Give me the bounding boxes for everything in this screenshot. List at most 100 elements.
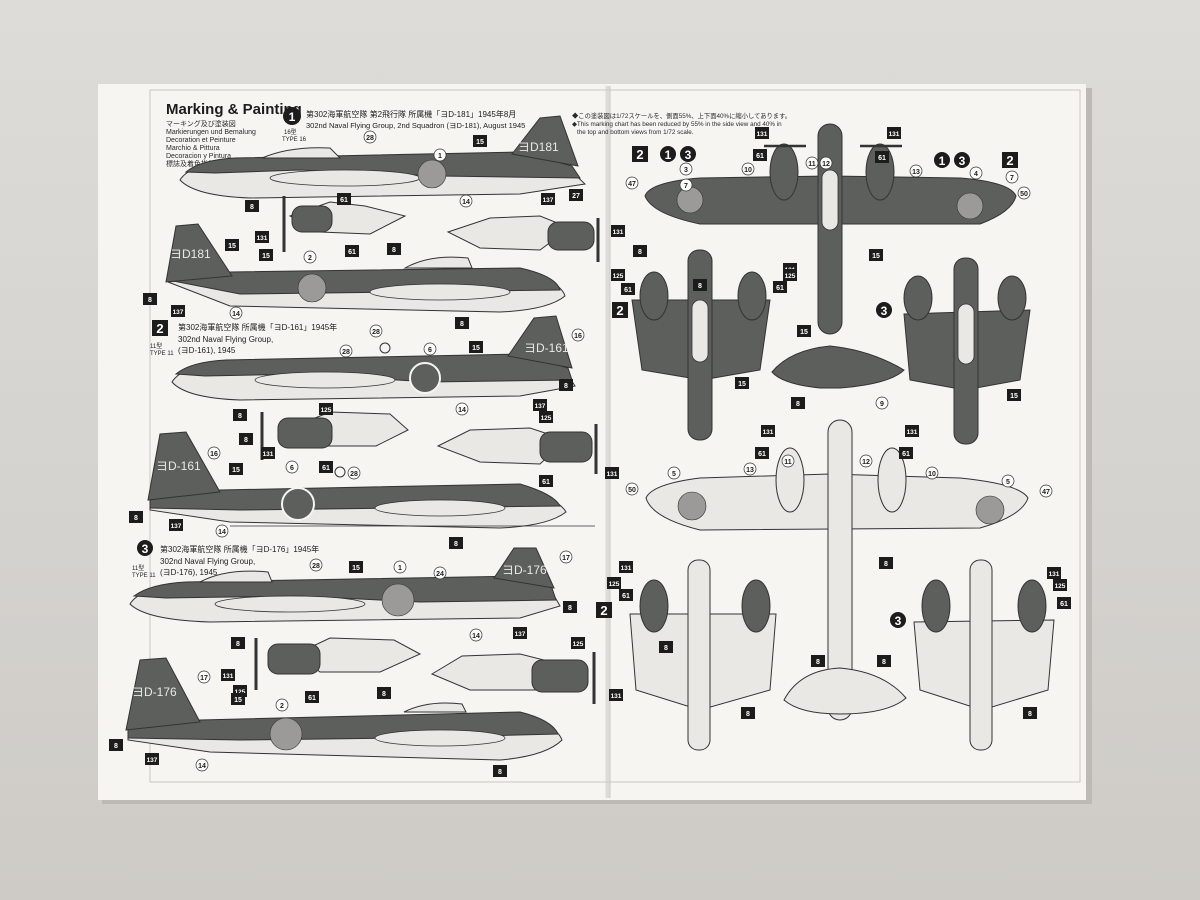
under-dr-fuselage bbox=[969, 559, 993, 751]
callout-side2_top-4: 16 bbox=[571, 328, 585, 342]
top-hinomaru-right bbox=[956, 192, 984, 220]
callout-plan_under_detail-3: 8 bbox=[659, 641, 673, 653]
callout-badge bbox=[473, 135, 487, 147]
callout-badge bbox=[621, 283, 635, 295]
callout-plan_under-12: 8 bbox=[879, 557, 893, 569]
callout-badge bbox=[215, 524, 229, 538]
top-view bbox=[644, 123, 1017, 335]
callout-plan_top-14: 15 bbox=[869, 249, 883, 261]
callout-badge bbox=[741, 162, 755, 176]
callout-plan_top-6: 13 bbox=[909, 164, 923, 178]
callout-badge bbox=[337, 193, 351, 205]
callout-badge bbox=[559, 550, 573, 564]
callout-plan_top-12: 131 bbox=[887, 127, 901, 139]
callout-plan_under-4: 12 bbox=[859, 454, 873, 468]
callout-number: 61 bbox=[348, 249, 356, 256]
callout-number: 1 bbox=[438, 153, 442, 160]
callout-side2b-3: 28 bbox=[347, 466, 361, 480]
callout-side1_top-0: 28 bbox=[363, 130, 377, 144]
callout-plan_top-0: 3 bbox=[679, 162, 693, 176]
callout-plan_top-3: 10 bbox=[741, 162, 755, 176]
callout-side3_top-4: 17 bbox=[559, 550, 573, 564]
callout-number: 2 bbox=[308, 255, 312, 262]
callout-badge bbox=[879, 557, 893, 569]
callout-badge bbox=[625, 482, 639, 496]
callout-badge bbox=[195, 758, 209, 772]
callout-number: 16 bbox=[210, 451, 218, 458]
callout-plan_detail-2: 61 bbox=[621, 283, 635, 295]
callout-side3_bottom-2: 8 bbox=[563, 601, 577, 613]
callout-plan_detail-9: 8 bbox=[791, 397, 805, 409]
callout-eng1-4: 131 bbox=[611, 225, 625, 237]
callout-plan_top-8: 7 bbox=[1005, 170, 1019, 184]
side-window-3a bbox=[214, 595, 366, 613]
callout-number: 6 bbox=[428, 347, 432, 354]
callout-side1b-2: 2 bbox=[303, 250, 317, 264]
callout-number: 8 bbox=[148, 297, 152, 304]
callout-number: 61 bbox=[622, 593, 630, 600]
callout-side2_top-1: 28 bbox=[339, 344, 353, 358]
callout-badge bbox=[1039, 484, 1053, 498]
callout-number: 131 bbox=[223, 673, 234, 680]
callout-number: 8 bbox=[454, 541, 458, 548]
callout-badge bbox=[875, 151, 889, 163]
label-tl-2-box bbox=[632, 146, 648, 162]
label-tl-1: 1 bbox=[665, 148, 672, 162]
callout-badge bbox=[611, 269, 625, 281]
callout-number: 8 bbox=[816, 659, 820, 666]
tail-code-1b: ヨD181 bbox=[170, 247, 211, 261]
subtitle-jp: マーキング及び塗装図 bbox=[166, 119, 236, 128]
callout-badge bbox=[1053, 579, 1067, 591]
callout-side3b-1: 15 bbox=[231, 693, 245, 705]
detail-top-right: 3 bbox=[876, 257, 1031, 445]
callout-number: 15 bbox=[800, 329, 808, 336]
callout-number: 8 bbox=[236, 641, 240, 648]
scale-note-jp: ◆この塗装図は1/72スケールを、側面55%、上下面40%に縮小してあります。 bbox=[572, 111, 791, 120]
label-tl-1-box bbox=[660, 146, 676, 162]
variant-1-jp: 第302海軍航空隊 第2飛行隊 所属機「ヨD-181」1945年8月 bbox=[306, 109, 516, 119]
callout-number: 8 bbox=[250, 204, 254, 211]
callout-eng1-0: 61 bbox=[337, 193, 351, 205]
callout-number: 5 bbox=[1006, 479, 1010, 486]
variant-3-number: 3 bbox=[142, 542, 149, 556]
callout-side2b-1: 15 bbox=[229, 463, 243, 475]
detail-tr-nacelle-r bbox=[997, 275, 1027, 321]
callout-badge bbox=[1047, 567, 1061, 579]
callout-number: 15 bbox=[232, 467, 240, 474]
callout-plan_under-8: 131 bbox=[761, 425, 775, 437]
side-window-2a bbox=[254, 371, 396, 389]
callout-badge bbox=[1023, 707, 1037, 719]
side-window-3b bbox=[374, 729, 506, 747]
callout-eng3-0: 8 bbox=[231, 637, 245, 649]
subtitle-block: マーキング及び塗装図 Markierungen und Bemalung Dec… bbox=[166, 119, 256, 168]
sheet-title: Marking & Painting bbox=[166, 101, 302, 118]
callout-badge bbox=[285, 460, 299, 474]
callout-number: 8 bbox=[244, 437, 248, 444]
callout-number: 15 bbox=[228, 243, 236, 250]
callout-badge bbox=[207, 446, 221, 460]
callout-side2_top-0: 28 bbox=[369, 324, 383, 338]
callout-number: 125 bbox=[1055, 583, 1066, 590]
callout-side3b-0: 17 bbox=[197, 670, 211, 684]
callout-number: 5 bbox=[672, 471, 676, 478]
hinomaru-1a bbox=[417, 159, 447, 189]
callout-number: 8 bbox=[1028, 711, 1032, 718]
tail-code-3b: ヨD-176 bbox=[132, 685, 177, 699]
callout-number: 17 bbox=[562, 555, 570, 562]
callout-number: 131 bbox=[257, 235, 268, 242]
callout-badge bbox=[513, 627, 527, 639]
callout-number: 50 bbox=[628, 487, 636, 494]
detail-tr-label-box bbox=[876, 302, 892, 318]
variant-1-caption: 1 16型 TYPE 16 第302海軍航空隊 第2飛行隊 所属機「ヨD-181… bbox=[282, 107, 525, 143]
callout-badge bbox=[225, 239, 239, 251]
variant-1-en: 302nd Naval Flying Group, 2nd Squadron (… bbox=[306, 121, 525, 130]
callout-number: 8 bbox=[238, 413, 242, 420]
callout-badge bbox=[611, 225, 625, 237]
callout-badge bbox=[877, 655, 891, 667]
callout-badge bbox=[773, 281, 787, 293]
callout-badge bbox=[229, 463, 243, 475]
callout-number: 28 bbox=[366, 135, 374, 142]
callout-plan_top-2: 47 bbox=[625, 176, 639, 190]
callout-badge bbox=[619, 561, 633, 573]
